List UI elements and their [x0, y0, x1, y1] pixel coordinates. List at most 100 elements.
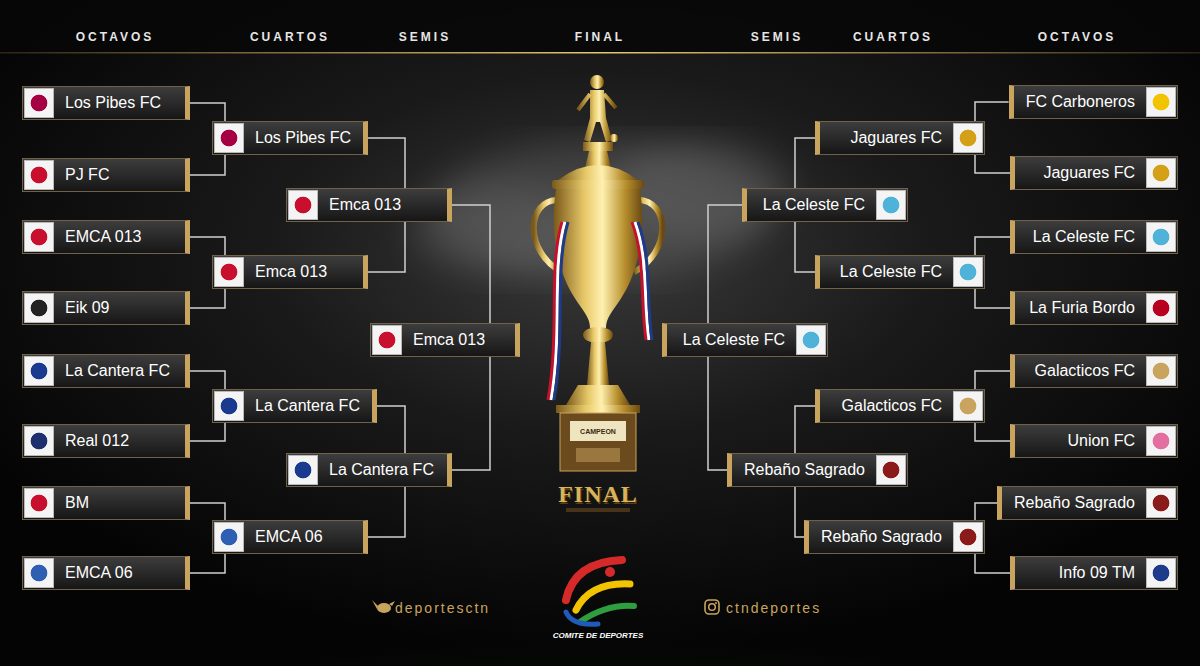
bracket-line	[452, 357, 490, 470]
bracket-line	[190, 237, 225, 255]
team-name: La Celeste FC	[840, 263, 942, 281]
team-crest	[1146, 293, 1176, 323]
team-name: Jaguares FC	[1043, 164, 1135, 182]
bracket-line	[368, 222, 405, 272]
team-name: La Celeste FC	[1033, 228, 1135, 246]
team-crest	[24, 488, 54, 518]
trophy-ball	[610, 134, 618, 142]
team-label: La Celeste FC	[830, 263, 952, 281]
team-crest	[1146, 488, 1176, 518]
team-name: Real 012	[65, 432, 129, 450]
bracket-line	[975, 423, 1010, 441]
bracket-line	[975, 371, 1010, 389]
team-name: Jaguares FC	[850, 129, 942, 147]
team-name: EMCA 06	[65, 564, 133, 582]
team-name: EMCA 06	[255, 528, 323, 546]
team-label: Info 09 TM	[1049, 564, 1145, 582]
team-box: Jaguares FC	[1010, 156, 1178, 190]
team-crest	[1146, 356, 1176, 386]
team-crest	[24, 356, 54, 386]
twitter-icon	[372, 600, 395, 613]
header-rule	[0, 52, 1200, 54]
bracket-line	[795, 222, 815, 272]
team-name: Rebaño Sagrado	[1014, 494, 1135, 512]
bracket-line	[368, 138, 405, 188]
team-crest	[24, 160, 54, 190]
team-box: La Celeste FC	[662, 323, 828, 357]
team-crest	[876, 190, 906, 220]
team-label: Los Pibes FC	[245, 129, 361, 147]
trophy-bowl	[554, 189, 642, 328]
team-box: Emca 013	[286, 188, 452, 222]
label-text: ctndeportes	[726, 600, 821, 616]
team-box: Jaguares FC	[815, 121, 985, 155]
bracket-line	[190, 554, 225, 573]
team-name: La Cantera FC	[255, 397, 360, 415]
team-label: La Cantera FC	[319, 461, 444, 479]
bracket-line	[452, 205, 490, 323]
team-box: Real 012	[22, 424, 190, 458]
team-name: Info 09 TM	[1059, 564, 1135, 582]
team-box: EMCA 06	[212, 520, 368, 554]
round-heading: OCTAVOS	[76, 30, 155, 44]
team-crest	[1146, 222, 1176, 252]
team-label: Emca 013	[245, 263, 337, 281]
team-crest	[24, 558, 54, 588]
team-label: La Celeste FC	[753, 196, 875, 214]
team-box: Los Pibes FC	[212, 121, 368, 155]
team-label: Galacticos FC	[832, 397, 952, 415]
logo-swoosh	[580, 606, 634, 622]
bracket-line	[975, 102, 1009, 121]
twitter-icon	[372, 600, 395, 609]
trophy-plinth	[560, 413, 636, 471]
team-name: Emca 013	[255, 263, 327, 281]
team-name: EMCA 013	[65, 228, 141, 246]
team-label: FC Carboneros	[1016, 93, 1145, 111]
team-box: FC Carboneros	[1009, 85, 1178, 119]
team-name: La Celeste FC	[763, 196, 865, 214]
team-box: Emca 013	[370, 323, 520, 357]
logo-figure	[605, 567, 615, 577]
team-name: PJ FC	[65, 166, 109, 184]
team-crest	[214, 522, 244, 552]
team-crest	[214, 391, 244, 421]
team-label: EMCA 06	[55, 564, 143, 582]
team-crest	[214, 257, 244, 287]
label-text: CAMPEON	[580, 428, 616, 435]
team-crest	[24, 426, 54, 456]
label-text: deportesctn	[395, 600, 490, 616]
bracket-line	[975, 155, 1010, 173]
trophy-rim	[552, 180, 644, 189]
team-label: Emca 013	[319, 196, 411, 214]
team-label: Los Pibes FC	[55, 94, 171, 112]
bracket-line	[975, 554, 1010, 573]
team-name: La Cantera FC	[65, 362, 170, 380]
team-crest	[1146, 558, 1176, 588]
team-box: La Celeste FC	[815, 255, 985, 289]
bracket-line	[368, 487, 405, 537]
team-label: Eik 09	[55, 299, 119, 317]
team-box: Union FC	[1010, 424, 1178, 458]
team-label: Jaguares FC	[840, 129, 952, 147]
trophy-figure	[578, 94, 616, 110]
team-box: La Celeste FC	[742, 188, 908, 222]
team-crest	[24, 293, 54, 323]
instagram-icon	[709, 604, 716, 611]
team-crest	[796, 325, 826, 355]
team-crest	[1146, 158, 1176, 188]
bracket-line	[795, 406, 815, 453]
bracket-line	[975, 289, 1010, 308]
team-box: La Celeste FC	[1010, 220, 1178, 254]
team-box: Galacticos FC	[1010, 354, 1178, 388]
team-crest	[288, 190, 318, 220]
team-box: EMCA 013	[22, 220, 190, 254]
team-crest	[372, 325, 402, 355]
team-box: Los Pibes FC	[22, 86, 190, 120]
ribbon	[638, 222, 652, 340]
bracket-line	[975, 503, 997, 520]
team-crest	[288, 455, 318, 485]
trophy-cap	[556, 405, 640, 413]
team-label: Real 012	[55, 432, 139, 450]
team-label: Union FC	[1057, 432, 1145, 450]
